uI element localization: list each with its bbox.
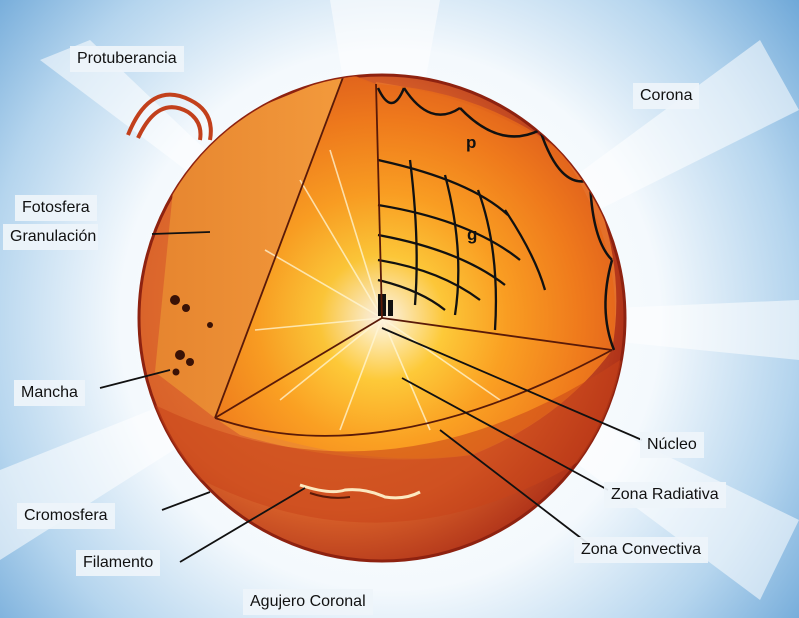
label-fotosfera: Fotosfera xyxy=(15,195,97,221)
label-zona-convectiva: Zona Convectiva xyxy=(574,537,708,563)
label-nucleo: Núcleo xyxy=(640,432,704,458)
label-filamento: Filamento xyxy=(76,550,160,576)
g-mode-label: g xyxy=(467,225,477,244)
label-zona-radiativa: Zona Radiativa xyxy=(604,482,726,508)
label-corona: Corona xyxy=(633,83,699,109)
label-cromosfera: Cromosfera xyxy=(17,503,115,529)
label-mancha: Mancha xyxy=(14,380,85,406)
label-granulacion: Granulación xyxy=(3,224,98,250)
label-agujero-coronal: Agujero Coronal xyxy=(243,589,373,615)
p-mode-label: p xyxy=(466,133,476,152)
label-protuberancia: Protuberancia xyxy=(70,46,184,72)
